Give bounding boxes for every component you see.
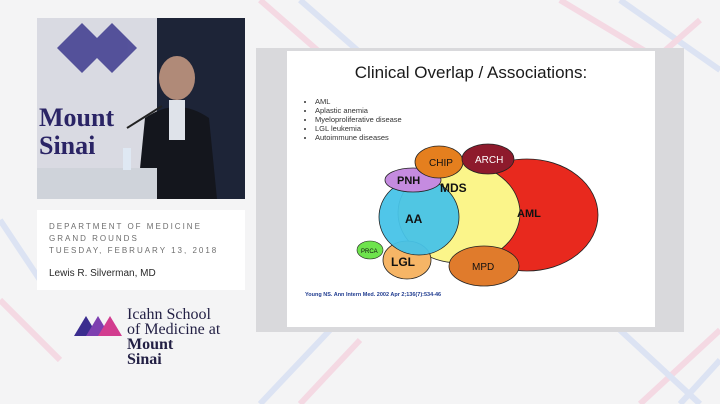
backdrop-text-mount: Mount [39,103,114,132]
bullet-item: LGL leukemia [315,124,402,133]
logo-line3: Mount [127,336,174,353]
podium [37,168,157,199]
speaker-head [159,56,195,100]
water-bottle [123,148,131,170]
chip-label: CHIP [429,158,453,169]
lgl-label: LGL [391,255,415,269]
prca-label: PRCA [361,249,378,255]
video-scene: Mount Sinai [37,18,245,199]
prca-circle [356,240,384,260]
citation: Young NS. Ann Intern Med. 2002 Apr 2;136… [305,292,442,298]
slide-title: Clinical Overlap / Associations: [354,63,588,82]
arch-label: ARCH [475,155,503,166]
backdrop-text-sinai: Sinai [39,131,95,160]
mpd-label: MPD [472,262,494,273]
lecture-caption: DEPARTMENT OF MEDICINE GRAND ROUNDS TUES… [37,210,245,290]
date-line: TUESDAY, FEBRUARY 13, 2018 [49,246,219,255]
speaker-name: Lewis R. Silverman, MD [49,268,156,279]
bullet-list: AML Aplastic anemia Myeloproliferative d… [301,97,402,142]
microphone [126,105,163,129]
mount-sinai-mark-icon [74,316,122,336]
logo-line4: Sinai [127,351,162,368]
logo-line2: of Medicine at [127,321,221,338]
bullet-item: AML [315,97,402,106]
icahn-logo: Icahn School of Medicine at Mount Sinai [72,304,242,368]
overlap-diagram: CHIP ARCH PNH MDS AA AML PRCA LGL MPD [356,143,599,287]
bullet-item: Autoimmune diseases [315,133,402,142]
logo-line1: Icahn School [127,306,211,323]
arch-circle [461,143,515,175]
speaker-video: Mount Sinai [37,18,245,199]
presentation-slide: Clinical Overlap / Associations: AML Apl… [287,51,655,327]
mpd-circle [448,245,520,287]
aml-label: AML [517,208,541,220]
bullet-item: Aplastic anemia [315,106,402,115]
department-line: DEPARTMENT OF MEDICINE [49,222,202,231]
grand-rounds-line: GRAND ROUNDS [49,234,139,243]
mds-label: MDS [440,181,467,195]
logo-text: Icahn School of Medicine at Mount Sinai [127,306,221,368]
pnh-label: PNH [397,175,420,187]
department-text: DEPARTMENT OF MEDICINE GRAND ROUNDS TUES… [49,221,218,257]
bullet-item: Myeloproliferative disease [315,115,402,124]
aa-label: AA [405,212,423,226]
